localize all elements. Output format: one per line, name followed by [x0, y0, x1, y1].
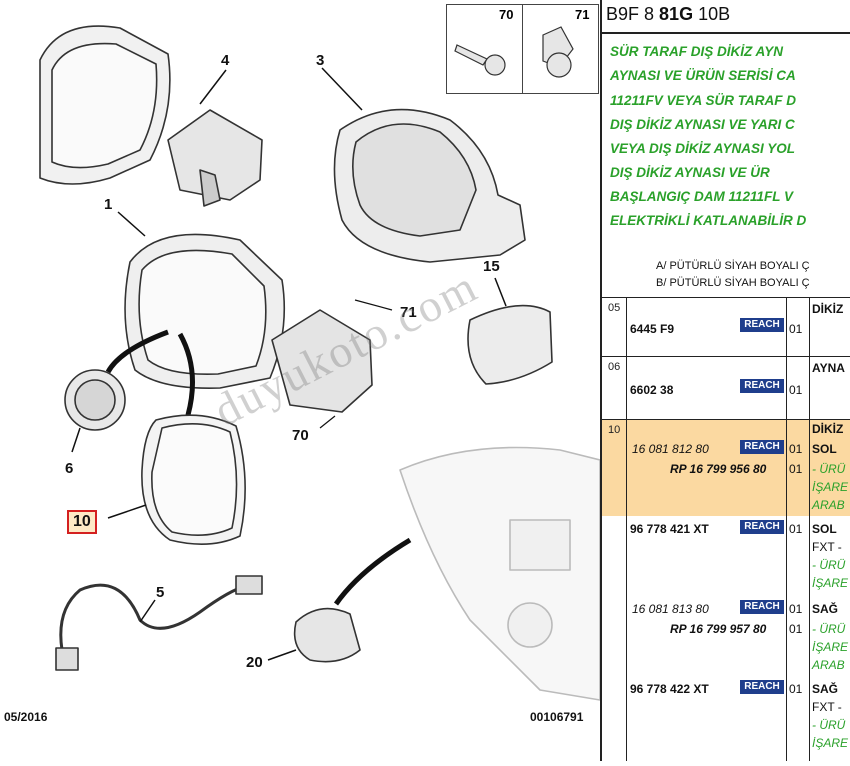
replacement-part-number[interactable]: RP 16 799 957 80	[670, 622, 767, 636]
part-15-cap	[467, 277, 553, 385]
parts-list-panel: B9F 8 81G 10B SÜR TARAF DIŞ DİKİZ AYN AY…	[600, 0, 850, 761]
table-row[interactable]: 96 778 421 XT REACH 01 SOL FXT - - ÜRÜ İ…	[602, 516, 850, 596]
footer-date: 05/2016	[4, 710, 48, 724]
part-6-adjuster-motor	[64, 369, 126, 453]
applicability-line: BAŞLANGIÇ DAM 11211FL V	[610, 189, 794, 204]
replacement-part-number[interactable]: RP 16 799 956 80	[670, 462, 767, 476]
reference-header: B9F 8 81G 10B	[606, 4, 730, 25]
part-1-mirror-assembly	[105, 211, 373, 416]
reach-badge: REACH	[740, 318, 784, 332]
description: DİKİZ	[812, 302, 844, 316]
reach-badge: REACH	[740, 520, 784, 534]
callout-4: 4	[221, 52, 230, 69]
table-row[interactable]: 16 081 813 80 REACH 01 RP 16 799 957 80 …	[602, 596, 850, 676]
description-side: SOL	[812, 522, 837, 536]
applicability-line: SÜR TARAF DIŞ DİKİZ AYN	[610, 44, 783, 59]
footer-code: 00106791	[530, 710, 584, 724]
column-divider	[786, 298, 787, 761]
parts-illustration	[39, 25, 601, 701]
position-number: 05	[608, 302, 621, 314]
quantity: 01	[789, 622, 803, 636]
callout-6: 6	[65, 460, 74, 477]
part-5-wiring-harness	[55, 575, 263, 671]
description-note: ARAB	[812, 658, 845, 672]
part-number[interactable]: 6445 F9	[630, 322, 675, 336]
quantity: 01	[789, 383, 803, 397]
ref-prefix: B9F 8	[606, 4, 655, 24]
reach-badge: REACH	[740, 600, 784, 614]
description-note: - ÜRÜ	[812, 718, 846, 732]
part-10-mirror-glass	[107, 414, 246, 545]
table-row[interactable]: 05 6445 F9 REACH 01 DİKİZ	[602, 298, 850, 357]
column-divider	[626, 298, 627, 761]
exploded-diagram: 4 3 1 15 71 70 6 10 5 20 duyukoto.com 05…	[4, 4, 601, 724]
callout-3: 3	[316, 52, 325, 69]
applicability-line: DIŞ DİKİZ AYNASI VE ÜR	[610, 165, 770, 180]
table-row[interactable]: 96 778 422 XT REACH 01 SAĞ FXT - - ÜRÜ İ…	[602, 676, 850, 761]
part-number[interactable]: 16 081 813 80	[632, 602, 709, 616]
position-number: 06	[608, 361, 621, 373]
ref-group: 81G	[659, 4, 694, 24]
reach-badge: REACH	[740, 440, 784, 454]
part-3-mirror-cover	[321, 67, 526, 263]
description: FXT -	[812, 700, 842, 714]
screw-icon	[454, 44, 506, 76]
quantity: 01	[789, 322, 803, 336]
description-note: İŞARE	[812, 576, 849, 590]
ref-suffix: 10B	[698, 4, 731, 24]
part-number[interactable]: 96 778 421 XT	[630, 522, 709, 536]
description-note: - ÜRÜ	[812, 462, 846, 476]
description-side: SAĞ	[812, 602, 839, 616]
fastener-number-70: 70	[499, 7, 514, 22]
table-row[interactable]: 06 6602 38 REACH 01 AYNA	[602, 357, 850, 420]
description-note: İŞARE	[812, 640, 849, 654]
applicability-line: ELEKTRİKLİ KATLANABİLİR D	[610, 213, 807, 228]
quantity: 01	[789, 462, 803, 476]
quantity: 01	[789, 682, 803, 696]
description: FXT -	[812, 540, 842, 554]
description-note: - ÜRÜ	[812, 622, 846, 636]
note-a: A/ PÜTÜRLÜ SİYAH BOYALI Ç	[656, 260, 810, 272]
part-number[interactable]: 96 778 422 XT	[630, 682, 709, 696]
part-number[interactable]: 16 081 812 80	[632, 442, 709, 456]
table-row-highlighted[interactable]: 10 16 081 812 80 REACH 01 RP 16 799 956 …	[602, 420, 850, 516]
description-note: İŞARE	[812, 736, 849, 750]
callout-70: 70	[292, 427, 309, 444]
fastener-number-71: 71	[575, 7, 590, 22]
description-side: SOL	[812, 442, 837, 456]
callout-1: 1	[104, 196, 113, 213]
column-divider	[809, 298, 810, 761]
applicability-line: AYNASI VE ÜRÜN SERİSİ CA	[610, 68, 796, 83]
part-number[interactable]: 6602 38	[630, 383, 674, 397]
reach-badge: REACH	[740, 680, 784, 694]
description-note: - ÜRÜ	[812, 558, 846, 572]
callout-5: 5	[156, 584, 165, 601]
callout-20: 20	[246, 654, 263, 671]
quantity: 01	[789, 442, 803, 456]
note-b: B/ PÜTÜRLÜ SİYAH BOYALI Ç	[656, 277, 810, 289]
part-4-mirror-assembly	[39, 25, 263, 207]
clip-icon	[542, 26, 574, 78]
applicability-line: 11211FV VEYA SÜR TARAF D	[610, 93, 797, 108]
reach-badge: REACH	[740, 379, 784, 393]
applicability-line: VEYA DIŞ DİKİZ AYNASI YOL	[610, 141, 796, 156]
dashboard-illustration	[399, 446, 601, 701]
quantity: 01	[789, 602, 803, 616]
fastener-icons	[454, 26, 574, 78]
fastener-inset: 70 71	[446, 4, 599, 94]
description-note: ARAB	[812, 498, 845, 512]
quantity: 01	[789, 522, 803, 536]
applicability-line: DIŞ DİKİZ AYNASI VE YARI C	[610, 117, 795, 132]
callout-71: 71	[400, 304, 417, 321]
description: AYNA	[812, 361, 845, 375]
part-20-control-switch	[267, 537, 412, 663]
callout-15: 15	[483, 258, 500, 275]
callout-10-highlighted[interactable]: 10	[67, 510, 97, 534]
description: DİKİZ	[812, 422, 844, 436]
description-side: SAĞ	[812, 682, 839, 696]
description-note: İŞARE	[812, 480, 849, 494]
position-number: 10	[608, 424, 621, 436]
